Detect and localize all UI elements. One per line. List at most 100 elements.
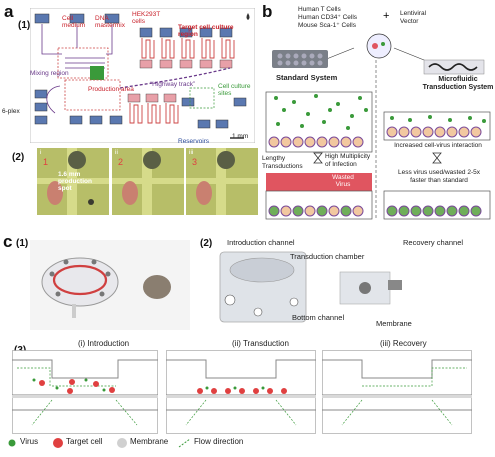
cells-transduction [197,388,287,394]
micro-number-1: 1 [43,157,49,167]
label-highway-track: “Highway track” [150,81,196,88]
label-cell-medium: Cell medium [62,15,86,29]
membrane-strip-1 [12,395,158,398]
micro-number-2: 2 [118,157,124,167]
chip-schematic [30,8,255,143]
cell-type-2: Mouse Sca-1⁺ Cells [298,22,356,29]
cad-ports [224,294,299,317]
step-transduction-diagram [166,350,316,434]
legend-flow: Flow direction [194,437,244,446]
label-target-region: Target cell culture region [178,24,234,38]
culture-sites-box [189,87,215,109]
cells-row-1 [268,136,364,148]
panel-a-letter: a [4,2,14,21]
label-transduction-chamber: Transduction chamber [290,252,365,261]
step-recovery-diagram [322,350,472,434]
transduction-schematic [265,33,491,220]
coin [143,275,171,299]
flow-transduction [185,399,297,426]
cad-render [219,251,402,323]
micro-label-iii: iii [189,149,194,156]
micro-label-ii: ii [115,149,118,156]
wasted-virus-band [266,173,372,191]
legend-target-cell: Target cell [66,437,103,446]
cells-row-micro1 [386,126,482,138]
production-spot-mark [90,66,104,80]
device-screws [49,259,111,297]
step-title-1: (ii) Transduction [232,339,289,348]
cad-chamber [339,271,391,305]
microfluidic-label: Microfluidic Transduction System [422,76,494,91]
hourglass-icon-left [313,152,323,164]
label-hek: HEK293T cells [132,11,161,25]
step-title-0: (i) Introduction [78,339,130,348]
label-culture-sites: Cell culture sites [218,83,251,97]
virus-dots-1 [274,94,368,130]
panel-c1-label: (1) [16,238,29,249]
membrane-strip-3 [322,395,472,398]
mix-circle [366,33,392,59]
high-moi-label: High Multiplicity of Infection [325,153,371,168]
top-serpentines [141,38,235,59]
step-introduction-diagram [12,350,158,434]
label-dna-mastermix: DNA mastermix [95,15,125,29]
virus-intro [32,378,106,392]
top-reservoirs [34,13,233,38]
virus-transduction [205,386,265,390]
standard-system-label: Standard System [276,73,338,82]
label-sixplex: 6-plex [2,108,20,115]
label-reservoirs: Reservoirs [178,138,210,145]
virus-legend-icon [8,439,16,447]
virus-dots-micro [390,115,486,123]
label-mixing-region: Mixing region [30,70,69,77]
chip-channel [428,63,478,71]
mixing-channels [41,24,113,69]
target-cell-legend-icon [53,438,63,448]
device-tube [72,304,76,318]
flow-intro [17,367,116,387]
label-bottom-channel: Bottom channel [292,313,345,322]
cad-membrane [359,282,371,294]
cells-row-2 [268,205,364,217]
label-production-spot: 1.6 mm production spot [58,171,92,192]
cad-connector [388,280,402,290]
plus-sign: + [383,10,390,22]
bottom-serpentines [129,103,179,124]
legend-virus: Virus [20,437,39,446]
device-photo [30,240,190,330]
flow-recovery [362,367,467,387]
sixplex-brace [46,85,61,114]
micro-label-i: i [40,149,42,156]
panel-a1-label: (1) [18,20,31,31]
less-virus-label: Less virus used/wasted 2-5x faster than … [397,169,480,184]
micrograph-ii [112,148,184,215]
cells-intro [39,379,115,394]
flow-legend-icon [178,438,191,448]
production-box [64,79,121,111]
cells-row-micro2 [386,205,482,217]
panel-c2-label: (2) [200,238,213,249]
label-membrane: Membrane [376,319,412,328]
legend-membrane: Membrane [130,437,169,446]
highway-track [119,67,231,89]
mix-virus [381,42,385,46]
label-recovery-channel: Recovery channel [403,238,464,247]
panel-c-letter: c [3,232,13,251]
increased-label: Increased cell-virus interaction [394,142,482,149]
bottom-reservoirs [181,97,247,129]
cell-type-1: Human CD34⁺ Cells [298,14,358,21]
sixplex-reservoirs [34,89,123,125]
membrane-strip-2 [166,395,316,398]
label-intro-channel: Introduction channel [227,238,295,247]
wasted-virus-label: Wasted Virus [332,174,354,188]
well-plate-wells [277,53,323,66]
hourglass-icon-right [432,152,442,164]
step-title-2: (iii) Recovery [380,339,427,348]
mix-target [372,43,378,49]
label-production-area: Production area [88,86,134,93]
o-ring [52,264,108,296]
label-scale: 1 mm [232,133,249,140]
micrograph-iii [186,148,258,215]
vector-label: Lentiviral Vector [400,10,427,25]
bottom-culture-pads [127,93,177,103]
